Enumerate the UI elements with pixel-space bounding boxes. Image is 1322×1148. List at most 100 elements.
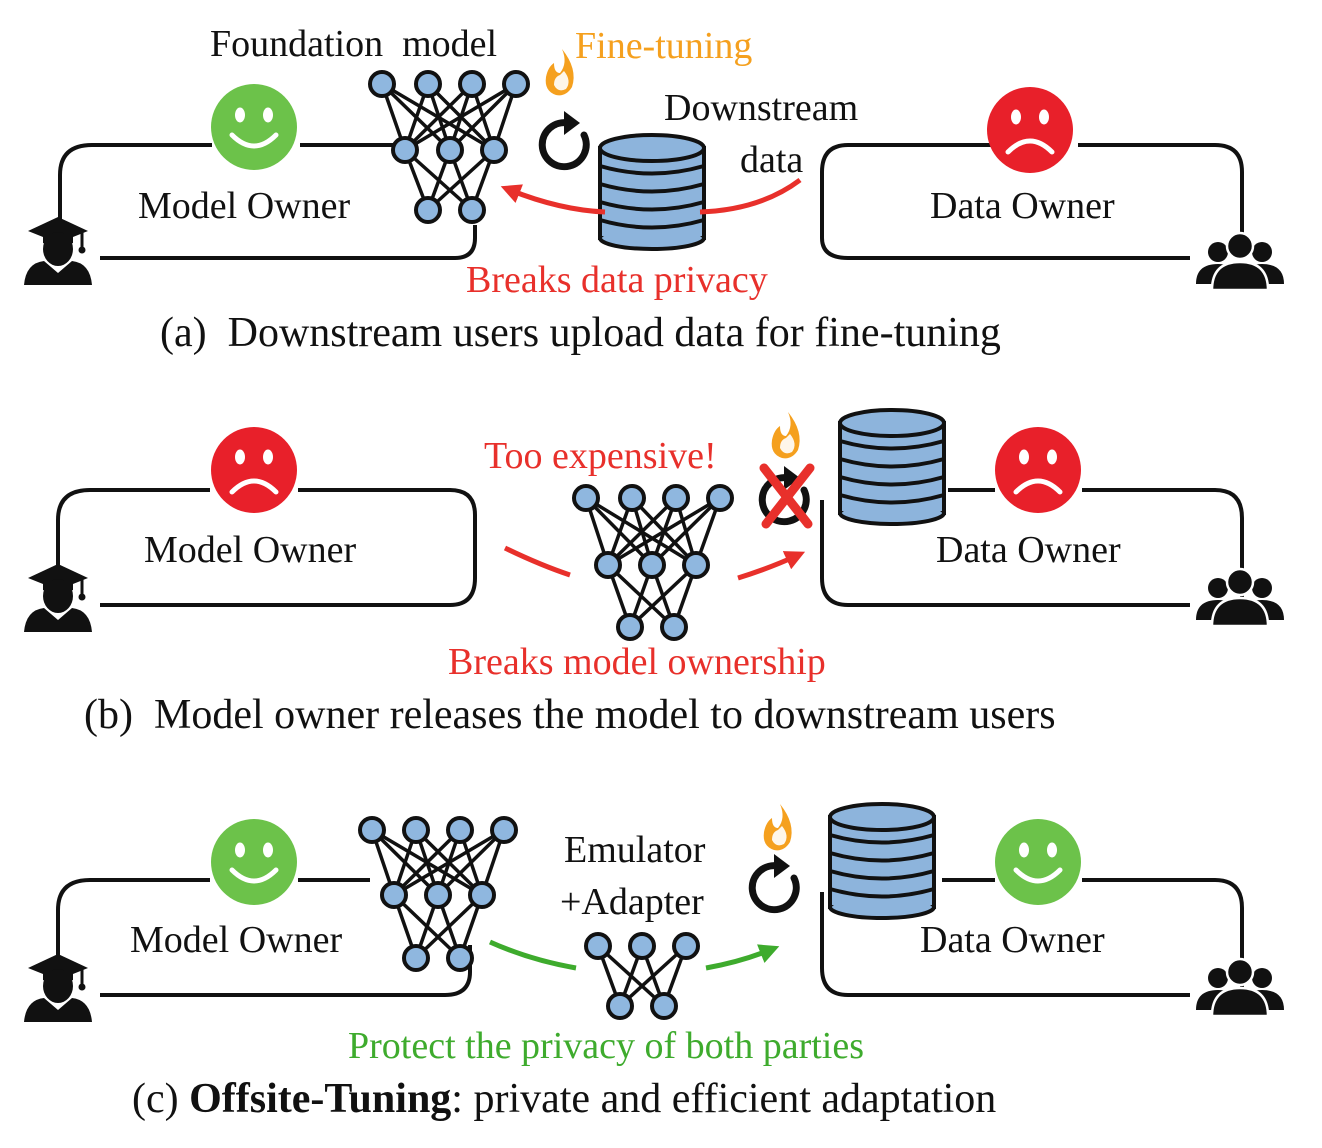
network-node xyxy=(706,484,734,512)
sad-face-icon xyxy=(987,87,1073,173)
network-node xyxy=(380,881,408,909)
ownership-warning: Breaks model ownership xyxy=(448,641,826,683)
data-owner-frame xyxy=(820,878,1244,997)
happy-face-icon xyxy=(995,819,1081,905)
model-owner-label: Model Owner xyxy=(144,529,356,571)
network-node xyxy=(468,881,496,909)
network-node xyxy=(446,944,474,972)
network-edge xyxy=(448,82,518,152)
network-node xyxy=(628,932,656,960)
network-node xyxy=(616,613,644,641)
panel-a: Foundation model Fine-tuning Downstream … xyxy=(22,23,1286,356)
model-owner-label: Model Owner xyxy=(138,185,350,227)
downstream-label: Downstream xyxy=(664,87,858,129)
caption-a: (a) Downstream users upload data for fin… xyxy=(160,310,1001,356)
privacy-warning: Breaks data privacy xyxy=(466,259,768,301)
network-edge xyxy=(414,893,484,960)
network-node xyxy=(502,70,530,98)
sad-face-icon xyxy=(995,427,1081,513)
sad-face-icon xyxy=(211,427,297,513)
caption-c-bold: Offsite-Tuning xyxy=(189,1076,451,1122)
model-owner-frame xyxy=(56,488,477,607)
adapter-label: +Adapter xyxy=(560,881,704,923)
database-icon xyxy=(828,802,936,920)
network-node xyxy=(414,196,442,224)
release-arrow-right xyxy=(737,551,806,581)
data-owner-label: Data Owner xyxy=(930,185,1115,227)
network-node xyxy=(594,551,622,579)
network-node xyxy=(414,70,442,98)
graduate-icon xyxy=(22,952,94,1024)
too-expensive-label: Too expensive! xyxy=(484,435,717,477)
network-edge xyxy=(403,82,474,152)
network-node xyxy=(572,484,600,512)
network-edge xyxy=(618,944,688,1008)
full-model-network-icon xyxy=(358,816,518,972)
network-edge xyxy=(393,828,505,897)
released-model-network-icon xyxy=(572,484,734,641)
network-node xyxy=(672,932,700,960)
caption-c-rest: : private and efficient adaptation xyxy=(451,1076,996,1122)
fire-icon xyxy=(771,412,800,459)
model-owner-frame xyxy=(56,878,472,997)
panel-c: Emulator +Adapter Model Owner Data Owner… xyxy=(22,802,1286,1122)
network-node xyxy=(660,613,688,641)
offsite-arrow-right xyxy=(705,944,780,971)
caption-c-prefix: (c) xyxy=(132,1076,189,1122)
graduate-icon xyxy=(22,562,94,634)
network-edge xyxy=(392,828,462,897)
upload-arrow xyxy=(510,180,802,215)
network-node xyxy=(618,484,646,512)
network-node xyxy=(584,932,612,960)
network-node xyxy=(391,136,419,164)
happy-face-icon xyxy=(211,819,297,905)
database-icon xyxy=(598,133,706,251)
network-edge xyxy=(628,563,698,629)
release-arrow-left xyxy=(503,545,571,578)
data-owner-label: Data Owner xyxy=(936,529,1121,571)
model-owner-label: Model Owner xyxy=(130,919,342,961)
emulator-label: Emulator xyxy=(564,829,706,871)
network-edge xyxy=(606,496,678,567)
data-owner-frame xyxy=(820,488,1244,607)
caption-b: (b) Model owner releases the model to do… xyxy=(84,692,1056,738)
data-label: data xyxy=(740,139,803,181)
network-node xyxy=(358,816,386,844)
network-node xyxy=(436,136,464,164)
panel-b: Too expensive! Model Owner Data Owner Br… xyxy=(22,408,1286,738)
network-node xyxy=(458,196,486,224)
network-node xyxy=(480,136,508,164)
refresh-icon xyxy=(752,854,796,910)
users-group-icon xyxy=(1194,957,1286,1018)
network-node xyxy=(458,70,486,98)
network-node xyxy=(650,992,678,1020)
cross-icon xyxy=(759,463,815,529)
network-node xyxy=(638,551,666,579)
fire-icon xyxy=(763,804,792,851)
privacy-benefit: Protect the privacy of both parties xyxy=(348,1025,864,1067)
offsite-arrow-left xyxy=(488,939,577,971)
users-group-icon xyxy=(1194,567,1286,628)
network-node xyxy=(424,881,452,909)
network-edge xyxy=(607,496,721,567)
emulator-adapter-network-icon xyxy=(584,932,700,1020)
foundation-model-network-icon xyxy=(368,70,530,224)
happy-face-icon xyxy=(211,84,297,170)
network-edge xyxy=(436,828,506,897)
network-node xyxy=(402,816,430,844)
fine-tuning-label: Fine-tuning xyxy=(575,25,752,67)
foundation-model-label: Foundation model xyxy=(210,23,497,65)
network-node xyxy=(682,551,710,579)
database-icon xyxy=(838,408,946,526)
graduate-icon xyxy=(22,215,94,287)
model-owner-frame xyxy=(58,143,477,260)
network-node xyxy=(662,484,690,512)
network-edge xyxy=(650,496,722,567)
caption-c: (c) Offsite-Tuning: private and efficien… xyxy=(132,1076,996,1122)
fire-icon xyxy=(545,49,574,96)
data-owner-label: Data Owner xyxy=(920,919,1105,961)
refresh-icon xyxy=(542,111,586,167)
network-node xyxy=(490,816,518,844)
users-group-icon xyxy=(1194,231,1286,292)
